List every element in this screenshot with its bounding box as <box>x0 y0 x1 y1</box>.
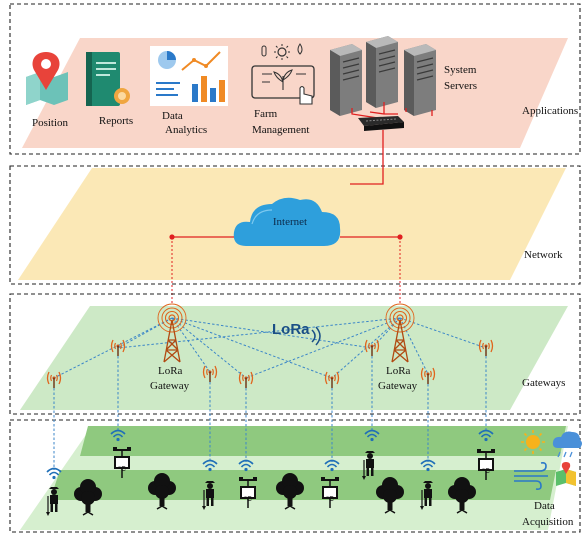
network-switch-icon <box>358 116 404 131</box>
servers-label-line2: Servers <box>444 80 477 92</box>
svg-text:°C: °C <box>244 495 252 503</box>
network-layer-label: Network <box>524 249 563 261</box>
gateway-left-label-line1: LoRa <box>158 365 183 377</box>
analytics-label-line1: Data <box>162 110 183 122</box>
analytics-label-line2: Analytics <box>165 124 207 136</box>
farm-label-line1: Farm <box>254 108 278 120</box>
svg-text:LoRa: LoRa <box>272 321 310 338</box>
internet-label: Internet <box>273 216 307 228</box>
weather-station-icon: °C <box>320 476 340 509</box>
device-uplinks <box>53 356 487 470</box>
farm-management-icon <box>251 43 315 105</box>
svg-text:°C: °C <box>326 495 334 503</box>
applications-layer-frame <box>9 3 581 155</box>
acquisition-label-line2: Acquisition <box>522 516 574 528</box>
acquisition-label-line1: Data <box>534 500 555 512</box>
map-icon <box>556 462 576 486</box>
weather-station-icon: °C <box>476 448 496 481</box>
report-book-icon <box>86 52 130 106</box>
farm-label-line2: Management <box>252 124 309 136</box>
cloud-icon <box>233 197 341 246</box>
network-layer-frame <box>9 165 581 285</box>
gateway-left-label-line2: Gateway <box>150 380 190 392</box>
sun-icon <box>521 430 545 454</box>
reports-label: Reports <box>99 115 133 127</box>
svg-text:°C: °C <box>118 465 126 473</box>
field-strip-back <box>80 426 566 456</box>
map-pin-icon <box>26 52 68 105</box>
wind-icon <box>514 462 548 490</box>
gateway-right-label-line2: Gateway <box>378 380 418 392</box>
server-rack-icon <box>329 35 437 117</box>
applications-layer-label: Applications <box>522 105 578 117</box>
acquisition-layer-frame <box>9 419 581 533</box>
position-label: Position <box>32 117 69 129</box>
gateway-right-label-line1: LoRa <box>386 365 411 377</box>
rain-cloud-icon <box>552 431 582 458</box>
lora-logo: LoRa <box>272 321 321 346</box>
switch-to-cloud-link <box>350 130 384 185</box>
gateways-layer-label: Gateways <box>522 377 565 389</box>
weather-station-icon: °C <box>238 476 258 509</box>
analytics-chart-icon <box>150 46 228 106</box>
gateways-plane <box>20 306 568 410</box>
weather-station-icon: °C <box>112 446 132 479</box>
svg-text:°C: °C <box>482 467 490 475</box>
server-links <box>351 102 433 119</box>
gateways-layer-frame <box>9 293 581 415</box>
servers-label-line1: System <box>444 64 477 76</box>
